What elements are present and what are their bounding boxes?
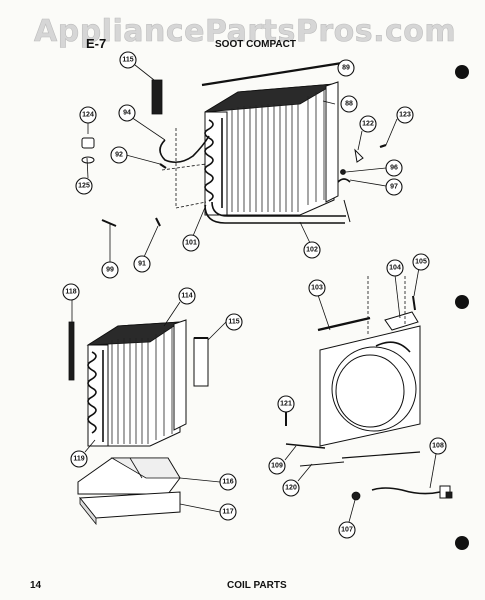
part-125-clip [81, 156, 95, 164]
svg-text:120: 120 [285, 485, 297, 492]
punch-hole-bottom [455, 536, 469, 550]
part-122-bracket [354, 148, 364, 163]
part-97-clamp [337, 178, 351, 183]
svg-text:96: 96 [390, 165, 398, 172]
diagram-subtitle: SOOT COMPACT [215, 39, 296, 50]
punch-hole-top [455, 65, 469, 79]
callout-120: 120 [282, 479, 300, 497]
svg-text:92: 92 [115, 152, 123, 159]
callout-108: 108 [429, 437, 447, 455]
fan-shroud-assembly [285, 276, 453, 501]
svg-text:91: 91 [138, 261, 146, 268]
callout-123: 123 [396, 106, 414, 124]
condenser-coil-assembly [81, 61, 387, 227]
svg-text:109: 109 [271, 463, 283, 470]
callout-bubbles: 115 89 94 88 124 123 122 92 96 97 125 10… [62, 51, 447, 539]
svg-text:94: 94 [123, 110, 131, 117]
svg-text:119: 119 [73, 456, 84, 463]
callout-119: 119 [70, 450, 88, 468]
callout-115-upper: 115 [119, 51, 137, 69]
callout-105: 105 [412, 253, 430, 271]
part-124-grommet [81, 137, 95, 149]
svg-text:118: 118 [65, 289, 76, 296]
callout-114: 114 [178, 287, 196, 305]
part-91-screw [155, 217, 161, 227]
svg-text:115: 115 [122, 57, 133, 64]
svg-text:97: 97 [390, 184, 398, 191]
svg-text:101: 101 [185, 240, 197, 247]
svg-text:104: 104 [389, 265, 401, 272]
callout-96: 96 [385, 159, 403, 177]
callout-118: 118 [62, 283, 80, 301]
svg-text:116: 116 [222, 479, 233, 486]
svg-text:89: 89 [342, 65, 350, 72]
svg-text:99: 99 [106, 267, 114, 274]
callout-102: 102 [303, 241, 321, 259]
punch-hole-middle [455, 295, 469, 309]
callout-89: 89 [337, 59, 355, 77]
svg-text:105: 105 [415, 259, 427, 266]
part-92-screw [159, 163, 167, 169]
callout-109: 109 [268, 457, 286, 475]
svg-text:88: 88 [345, 101, 353, 108]
part-123-screw [379, 143, 387, 149]
page-footer-title: COIL PARTS [227, 580, 287, 591]
callout-101: 101 [182, 234, 200, 252]
callout-99: 99 [101, 261, 119, 279]
svg-text:122: 122 [362, 121, 374, 128]
svg-text:114: 114 [181, 293, 192, 300]
callout-124: 124 [79, 106, 97, 124]
callout-103: 103 [308, 279, 326, 297]
callout-94: 94 [118, 104, 136, 122]
svg-text:115: 115 [228, 319, 239, 326]
callout-97: 97 [385, 178, 403, 196]
callout-116: 116 [219, 473, 237, 491]
callout-92: 92 [110, 146, 128, 164]
callout-122: 122 [359, 115, 377, 133]
callout-121: 121 [277, 395, 295, 413]
watermark: AppliancePartsPros.com [34, 14, 456, 49]
svg-text:108: 108 [432, 443, 444, 450]
callout-115-lower: 115 [225, 313, 243, 331]
part-99-screw [101, 219, 117, 227]
callout-125: 125 [75, 177, 93, 195]
callout-107: 107 [338, 521, 356, 539]
svg-text:103: 103 [311, 285, 323, 292]
svg-text:123: 123 [399, 112, 411, 119]
callout-117: 117 [219, 503, 237, 521]
svg-text:102: 102 [306, 247, 318, 254]
coil-fins-upper [231, 88, 325, 212]
svg-text:125: 125 [78, 183, 90, 190]
svg-text:121: 121 [280, 401, 292, 408]
svg-text:124: 124 [82, 112, 94, 119]
leader-lines [71, 63, 437, 523]
page-number: 14 [30, 580, 42, 591]
evaporator-coil-assembly [68, 319, 209, 526]
part-96-screw [340, 169, 346, 175]
coil-fins-lower [111, 326, 173, 444]
callout-104: 104 [386, 259, 404, 277]
svg-text:107: 107 [341, 527, 353, 534]
svg-text:117: 117 [222, 509, 233, 516]
callout-88: 88 [340, 95, 358, 113]
callout-91: 91 [133, 255, 151, 273]
section-label: E-7 [86, 36, 106, 51]
